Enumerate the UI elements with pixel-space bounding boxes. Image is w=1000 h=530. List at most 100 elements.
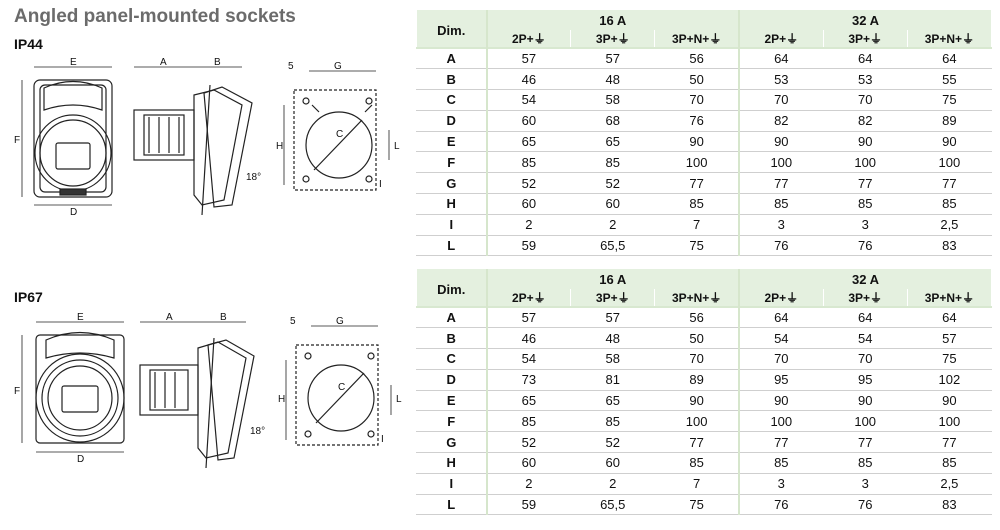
- table-cell: 3: [737, 473, 824, 495]
- table-cell: 3: [822, 214, 908, 236]
- side-view: [139, 337, 255, 469]
- table-cell: 100: [737, 151, 824, 174]
- table-cell: 73: [485, 369, 572, 391]
- label-a: A: [166, 312, 173, 323]
- row-label: G: [416, 172, 487, 195]
- table-cell: 83: [906, 494, 993, 516]
- table-cell: 90: [654, 131, 740, 153]
- label-d: D: [70, 207, 77, 218]
- table-cell: 70: [822, 89, 908, 111]
- table-cell: 64: [822, 306, 908, 329]
- table-cell: 77: [822, 431, 908, 454]
- row-label: I: [416, 473, 487, 495]
- row-label: E: [416, 390, 487, 412]
- row-label: H: [416, 452, 487, 474]
- table-cell: 90: [737, 131, 824, 153]
- table-cell: 77: [737, 431, 824, 454]
- table-cell: 90: [822, 390, 908, 412]
- table-cell: 85: [485, 151, 572, 174]
- table-cell: 53: [822, 68, 908, 91]
- table-cell: 3: [822, 473, 908, 495]
- table-cell: 60: [570, 452, 656, 474]
- dimension-drawing-ip44: E A B F D 5 G H L I C 18°: [14, 57, 400, 218]
- table-cell: 70: [737, 89, 824, 111]
- column-header: 2P+⏚: [485, 30, 572, 48]
- table-cell: 76: [737, 494, 824, 516]
- table-cell: 89: [654, 369, 740, 391]
- table-cell: 85: [570, 410, 656, 433]
- row-label: F: [416, 151, 487, 174]
- table-cell: 85: [822, 193, 908, 215]
- label-angle: 18°: [250, 426, 265, 437]
- table-cell: 85: [906, 193, 993, 215]
- table-cell: 54: [737, 327, 824, 350]
- row-label: A: [416, 306, 487, 329]
- table-cell: 75: [654, 235, 740, 257]
- label-i: I: [379, 179, 382, 190]
- label-l: L: [394, 141, 400, 152]
- table-cell: 102: [906, 369, 993, 391]
- table-cell: 77: [654, 431, 740, 454]
- table-cell: 2,5: [906, 473, 993, 495]
- table-cell: 70: [822, 348, 908, 370]
- table-cell: 65: [570, 131, 656, 153]
- table-cell: 59: [485, 494, 572, 516]
- table-cell: 64: [906, 306, 993, 329]
- label-5: 5: [290, 316, 296, 327]
- label-h: H: [276, 141, 283, 152]
- row-label: D: [416, 369, 487, 391]
- table-cell: 7: [654, 214, 740, 236]
- label-b: B: [220, 312, 227, 323]
- table-cell: 100: [654, 151, 740, 174]
- row-label: C: [416, 89, 487, 111]
- table-cell: 52: [485, 431, 572, 454]
- page-title: Angled panel-mounted sockets: [14, 6, 296, 27]
- table-cell: 90: [654, 390, 740, 412]
- column-header: 2P+⏚: [737, 30, 824, 48]
- label-c: C: [336, 129, 343, 140]
- table-cell: 54: [485, 348, 572, 370]
- table-cell: 2: [485, 214, 572, 236]
- dim-header: Dim.: [416, 10, 487, 48]
- drawing-ip44: E A B F D 5 G H L I C 18°: [14, 55, 410, 265]
- label-g: G: [334, 61, 342, 72]
- dimensions-table-ip44: Dim. 16 A 32 A 2P+⏚ 3P+⏚ 3P+N+⏚ 2P+⏚ 3P+…: [416, 10, 993, 257]
- label-angle: 18°: [246, 172, 261, 183]
- table-cell: 54: [822, 327, 908, 350]
- label-f: F: [14, 135, 20, 146]
- row-label: F: [416, 410, 487, 433]
- group-header-16a: 16 A: [485, 10, 740, 30]
- table-cell: 75: [906, 89, 993, 111]
- table-cell: 56: [654, 47, 740, 70]
- table-cell: 52: [570, 172, 656, 195]
- table-cell: 46: [485, 327, 572, 350]
- table-cell: 100: [822, 151, 908, 174]
- table-cell: 64: [822, 47, 908, 70]
- table-cell: 65: [485, 390, 572, 412]
- table-cell: 76: [822, 494, 908, 516]
- column-header: 2P+⏚: [737, 289, 824, 307]
- table-cell: 100: [906, 151, 993, 174]
- group-header-32a: 32 A: [737, 10, 992, 30]
- label-h: H: [278, 394, 285, 405]
- label-i: I: [381, 434, 384, 445]
- label-e: E: [77, 312, 84, 323]
- table-cell: 90: [737, 390, 824, 412]
- row-label: I: [416, 214, 487, 236]
- column-header: 3P+N+⏚: [906, 30, 993, 48]
- table-cell: 82: [737, 110, 824, 132]
- table-cell: 85: [654, 193, 740, 215]
- table-cell: 100: [654, 410, 740, 433]
- table-cell: 95: [737, 369, 824, 391]
- table-cell: 77: [822, 172, 908, 195]
